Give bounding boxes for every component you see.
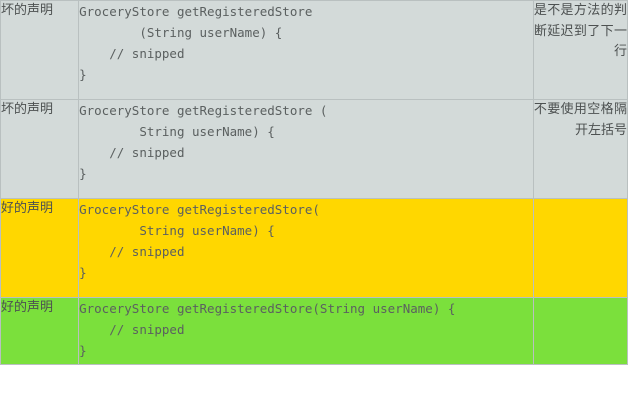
row-note: 是不是方法的判断延迟到了下一行 [532,0,628,100]
code-sample: GroceryStore getRegisteredStore(String u… [78,297,534,365]
code-sample: GroceryStore getRegisteredStore (String … [78,0,534,100]
row-quality-label: 坏的声明 [0,99,80,199]
row-quality-label: 坏的声明 [0,0,80,100]
table-row: 坏的声明 GroceryStore getRegisteredStore ( S… [0,99,628,199]
table-row: 好的声明 GroceryStore getRegisteredStore(Str… [0,297,628,365]
code-sample: GroceryStore getRegisteredStore( String … [78,198,534,298]
table-row: 好的声明 GroceryStore getRegisteredStore( St… [0,198,628,298]
code-sample: GroceryStore getRegisteredStore ( String… [78,99,534,199]
row-note [532,198,628,298]
table-body: 坏的声明 GroceryStore getRegisteredStore (St… [0,0,628,365]
code-convention-table: 坏的声明 GroceryStore getRegisteredStore (St… [0,0,628,365]
row-note: 不要使用空格隔开左括号 [532,99,628,199]
row-quality-label: 好的声明 [0,198,80,298]
row-quality-label: 好的声明 [0,297,80,365]
row-note [532,297,628,365]
table-row: 坏的声明 GroceryStore getRegisteredStore (St… [0,0,628,100]
